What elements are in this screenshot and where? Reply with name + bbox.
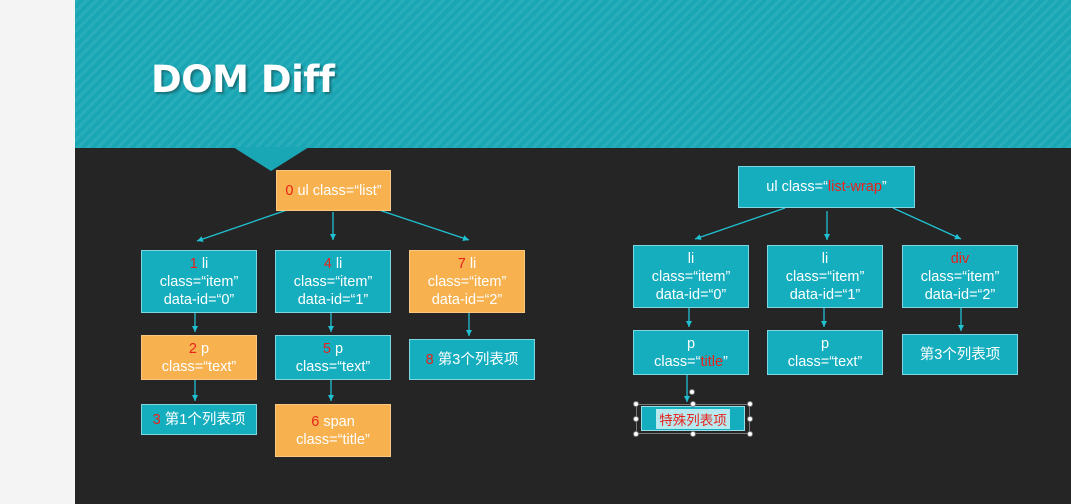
new-node-li-b: li class=“item” data-id=“1” [767,245,883,308]
new-node-p-b: p class=“text” [767,330,883,375]
new-node-p-a: p class=“title” [633,330,749,375]
slide: DOM Diff [75,0,1071,504]
resize-handle-middle-left[interactable] [633,416,639,422]
new-root-ul-list-wrap: ul class=“list-wrap” [738,166,915,208]
resize-handle-bottom-left[interactable] [633,431,639,437]
edge-root-divc [892,207,962,240]
edge-root-lia [694,207,786,240]
edge-0-1 [196,209,288,242]
resize-handle-top-middle[interactable] [690,401,696,407]
new-node-li-a: li class=“item” data-id=“0” [633,245,749,308]
edge-0-7 [378,209,470,241]
resize-handle-bottom-right[interactable] [747,431,753,437]
new-node-div-c: div class=“item” data-id=“2” [902,245,1018,308]
slide-header [75,0,1071,148]
left-gutter [0,0,76,504]
rotate-handle[interactable] [689,389,695,395]
resize-handle-middle-right[interactable] [747,416,753,422]
new-node-text-c: 第3个列表项 [902,334,1018,375]
resize-handle-top-left[interactable] [633,401,639,407]
diagram-edges [192,207,964,402]
slide-title: DOM Diff [151,58,335,101]
resize-handle-bottom-middle[interactable] [690,431,696,437]
resize-handle-top-right[interactable] [747,401,753,407]
header-notch [233,147,309,171]
new-node-special[interactable]: 特殊列表项 [641,406,745,431]
